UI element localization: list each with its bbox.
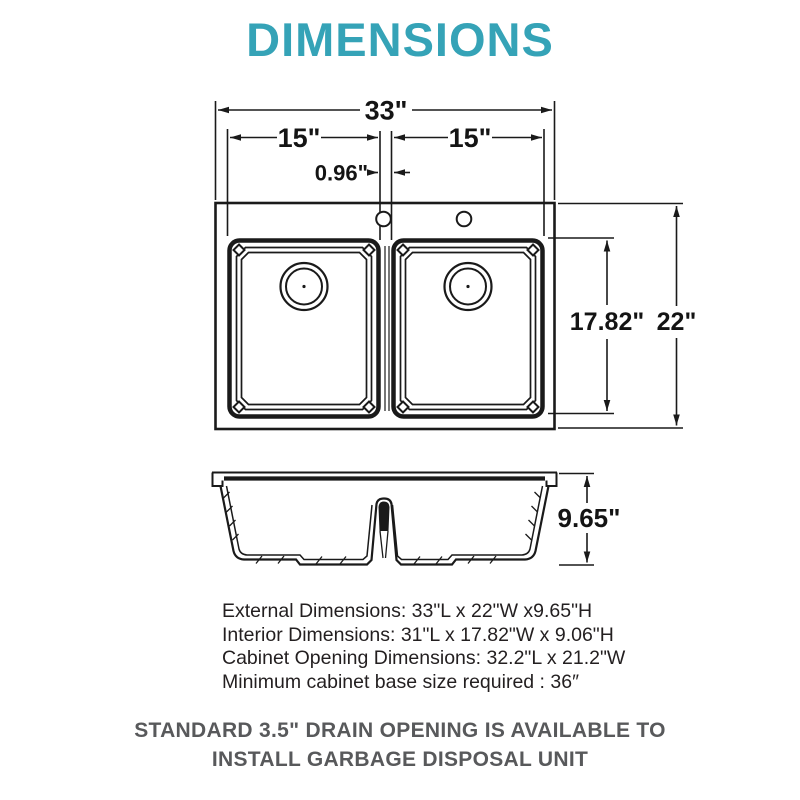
right-bowl-width-label: 15": [449, 123, 492, 153]
spec-text-block: External Dimensions: 33"L x 22"W x9.65"H…: [222, 600, 625, 694]
drain-note-line2: INSTALL GARBAGE DISPOSAL UNIT: [211, 748, 589, 771]
faucet-hole-right: [455, 210, 473, 228]
dimension-lines: 33" 15" 15" 0.96" 17.82": [214, 96, 697, 429]
section-hatch-marks: [223, 491, 541, 565]
right-bowl-outer-rim: [391, 238, 545, 419]
drain-note-line1: STANDARD 3.5" DRAIN OPENING IS AVAILABLE…: [134, 719, 666, 742]
left-bowl-inner-rim: [240, 251, 368, 406]
side-right-lip: [545, 472, 558, 487]
overall-width-label: 33": [365, 96, 408, 126]
dim-overall-depth: 22": [558, 202, 697, 429]
divider-inner-line: [379, 530, 384, 559]
faucet-hole-center: [375, 210, 392, 228]
spec-minimum-base: Minimum cabinet base size required : 36″: [222, 670, 579, 693]
left-bowl-width-label: 15": [278, 123, 321, 153]
dim-overall-width: 33": [214, 96, 556, 200]
right-bowl-inner-rim: [404, 251, 532, 406]
spec-external-dimensions: External Dimensions: 33"L x 22"W x9.65"H: [222, 600, 593, 622]
dim-interior-depth: 17.82": [548, 237, 644, 415]
side-left-lip: [211, 472, 224, 487]
spec-cabinet-opening: Cabinet Opening Dimensions: 32.2"L x 21.…: [222, 647, 626, 669]
spec-interior-dimensions: Interior Dimensions: 31"L x 17.82"W x 9.…: [222, 623, 614, 646]
divider-width-label: 0.96": [315, 161, 368, 186]
left-bowl-drain: [279, 261, 329, 312]
right-bowl-corner-chamfers: [396, 243, 540, 414]
top-view: [214, 131, 556, 431]
dim-left-bowl-width: 15": [226, 123, 378, 236]
left-bowl: [227, 238, 381, 419]
side-inner-profile-left: [225, 485, 373, 561]
side-outer-profile: [219, 485, 550, 566]
side-inner-profile-right: [391, 485, 544, 561]
right-bowl-mid-rim: [399, 246, 537, 411]
left-bowl-corner-chamfers: [232, 243, 376, 414]
overall-depth-label: 22": [657, 308, 697, 336]
left-bowl-mid-rim: [235, 246, 373, 411]
dim-divider-width: 0.96": [315, 161, 410, 186]
dim-right-bowl-width: 15": [394, 123, 545, 236]
left-bowl-outer-rim: [227, 238, 381, 419]
divider-cavity: [378, 501, 390, 531]
right-bowl: [391, 238, 545, 419]
right-bowl-drain: [443, 261, 493, 312]
divider-inner-line: [384, 530, 389, 559]
dim-height: 9.65": [558, 472, 621, 566]
drain-note: STANDARD 3.5" DRAIN OPENING IS AVAILABLE…: [0, 716, 800, 774]
height-label: 9.65": [558, 503, 621, 533]
page-title: DIMENSIONS: [246, 13, 554, 66]
interior-depth-label: 17.82": [570, 308, 644, 336]
sink-outer-rim: [214, 201, 556, 431]
side-view: 9.65": [211, 471, 621, 566]
